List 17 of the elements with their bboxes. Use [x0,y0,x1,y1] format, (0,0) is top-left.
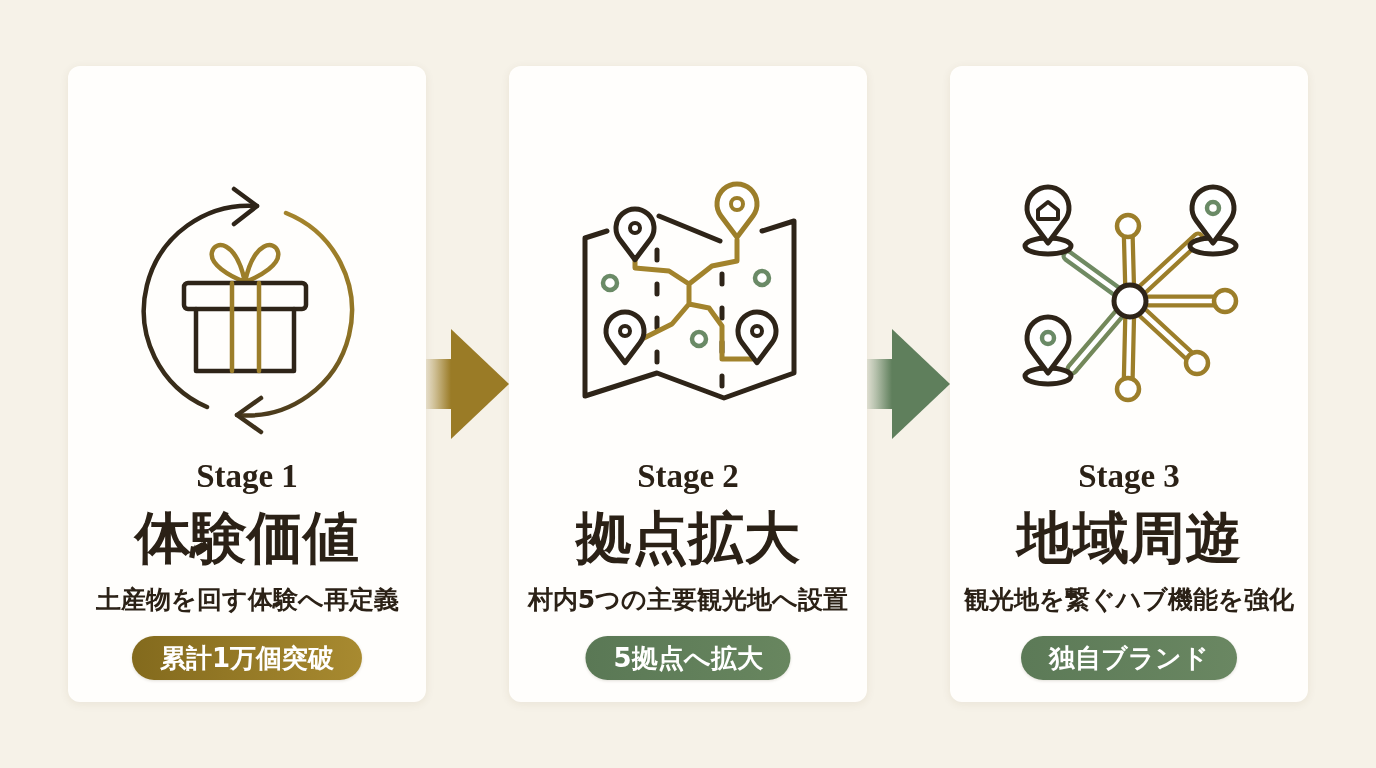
arrow [426,329,509,439]
stage-card [509,66,867,702]
stage-title: 体験価値 [135,503,359,571]
stage-description: 村内5つの主要観光地へ設置 [527,584,849,616]
arrow [867,329,950,439]
stage-card [950,66,1308,702]
stage-card [68,66,426,702]
stage-title: 拠点拡大 [576,503,800,571]
milestone-badge: 5拠点へ拡大 [585,636,791,680]
milestone-badge: 累計1万個突破 [131,636,363,680]
stage-description: 土産物を回す体験へ再定義 [95,584,399,616]
stage-label: Stage 3 [1078,458,1180,496]
stage-label: Stage 2 [637,458,739,496]
stage-description: 観光地を繋ぐハブ機能を強化 [964,584,1294,616]
stage-title: 地域周遊 [1017,503,1241,571]
stage-label: Stage 1 [196,458,298,496]
milestone-badge: 独自ブランド [1021,636,1237,680]
